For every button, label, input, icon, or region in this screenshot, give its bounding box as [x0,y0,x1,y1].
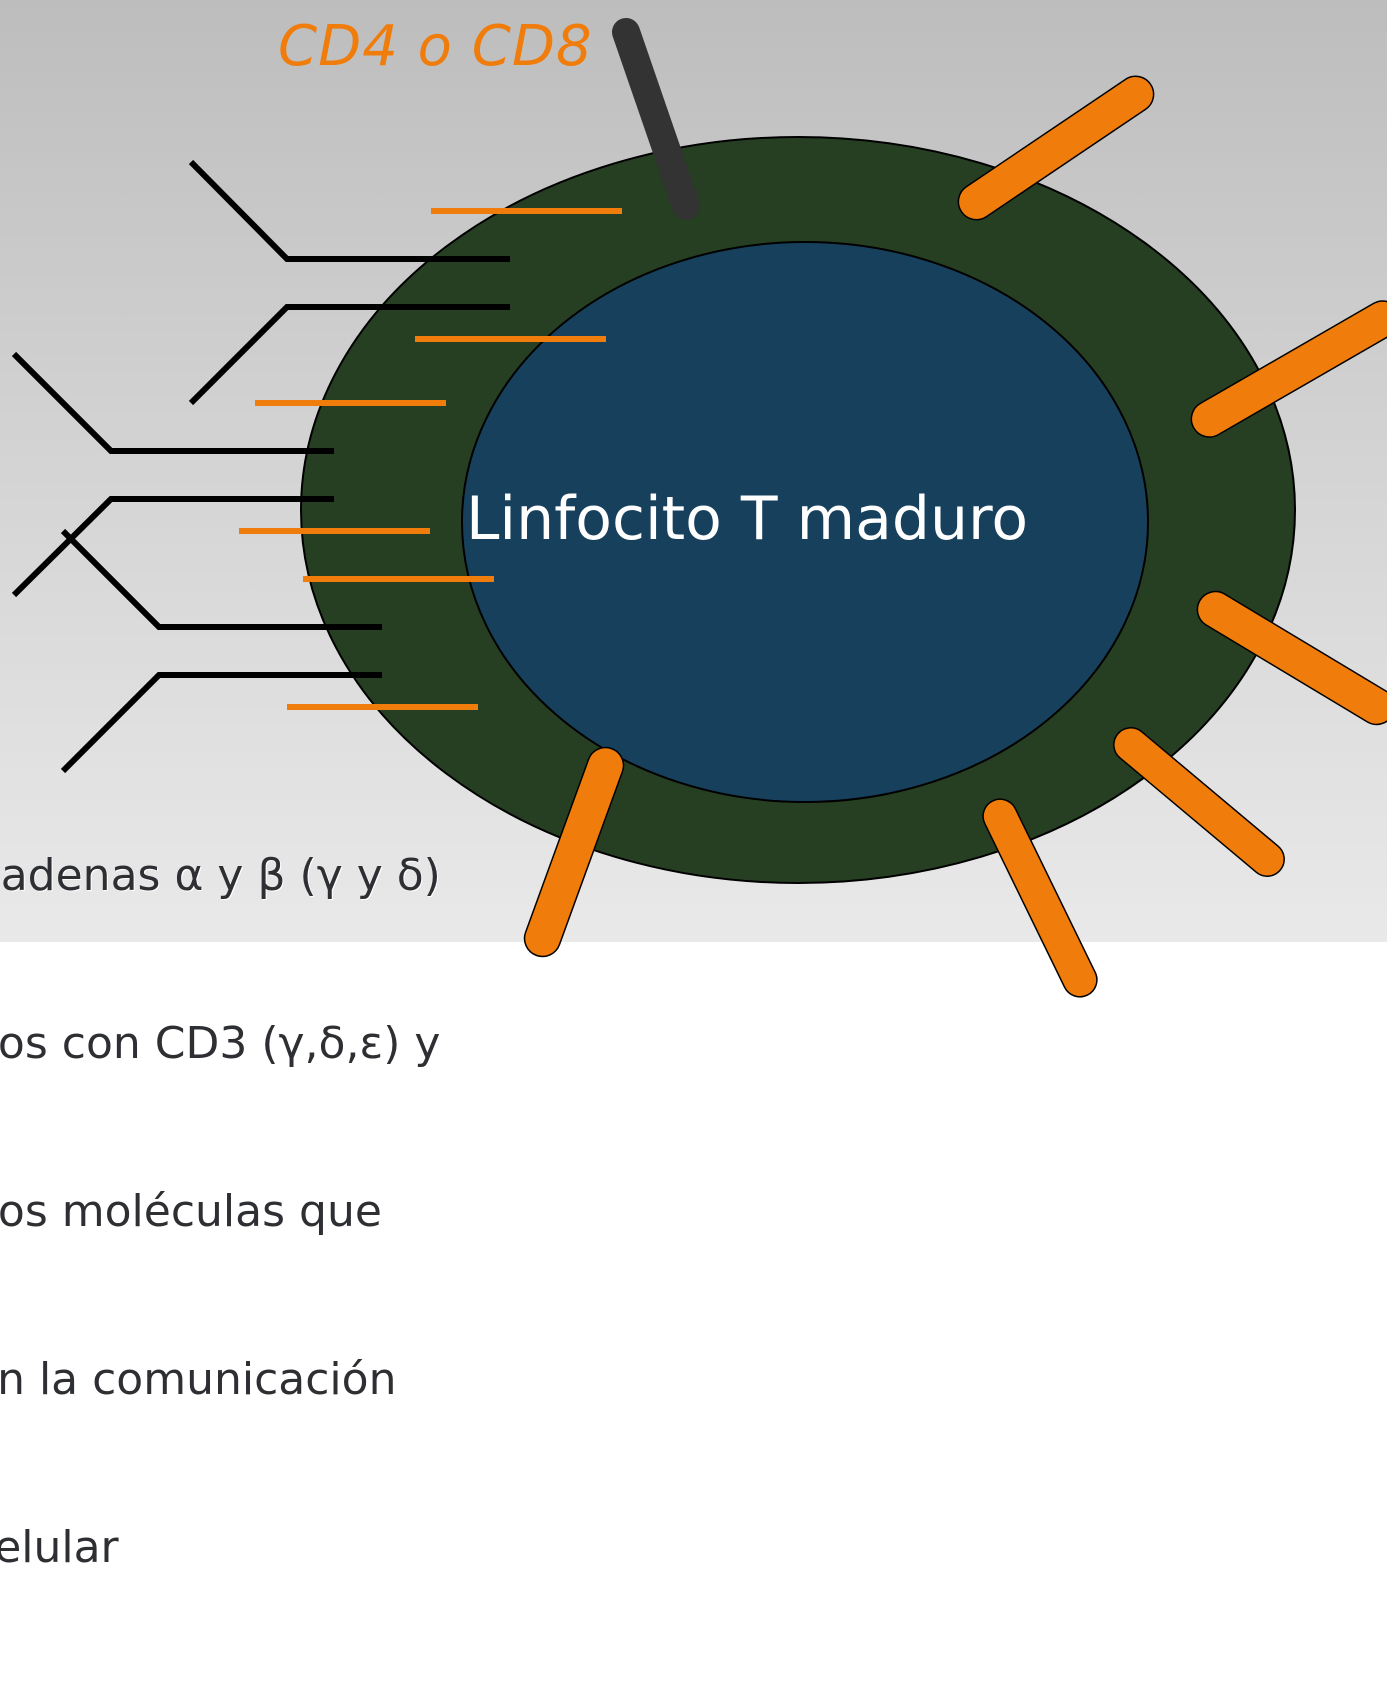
cell-diagram [11,18,1387,998]
description-line: celular [0,1522,119,1573]
description-text: Cadenas α y β (γ y δ) dos con CD3 (γ,δ,ε… [0,736,441,1688]
description-line: en la comunicación [0,1354,397,1405]
surface-molecule [1190,300,1387,438]
description-line: dos moléculas que [0,1186,382,1237]
cell-nucleus [461,241,1149,803]
cell-title: Linfocito T maduro [466,484,1029,554]
surface-molecule [523,746,625,958]
cd-receptor-stalk [612,18,700,220]
surface-molecule [1196,590,1387,726]
slide: CD4 o CD8 Linfocito T maduro Cadenas α y… [0,0,1387,1573]
surface-molecule [957,75,1155,221]
tcr-beta-chain [188,304,510,406]
tcr-chains [11,159,510,774]
cd4-cd8-label: CD4 o CD8 [278,14,593,79]
surface-molecules [523,75,1387,998]
description-line: Cadenas α y β (γ y δ) [0,850,441,901]
surface-molecule [1113,727,1285,877]
tcr-alpha-chain [188,159,510,262]
cd3-bars [239,208,622,710]
tcr-beta-chain [60,672,382,774]
surface-molecule [982,798,1098,998]
description-line: dos con CD3 (γ,δ,ε) y [0,1018,441,1069]
tcr-beta-chain [11,496,334,598]
tcr-alpha-chain [60,528,382,630]
tcr-alpha-chain [11,351,334,454]
